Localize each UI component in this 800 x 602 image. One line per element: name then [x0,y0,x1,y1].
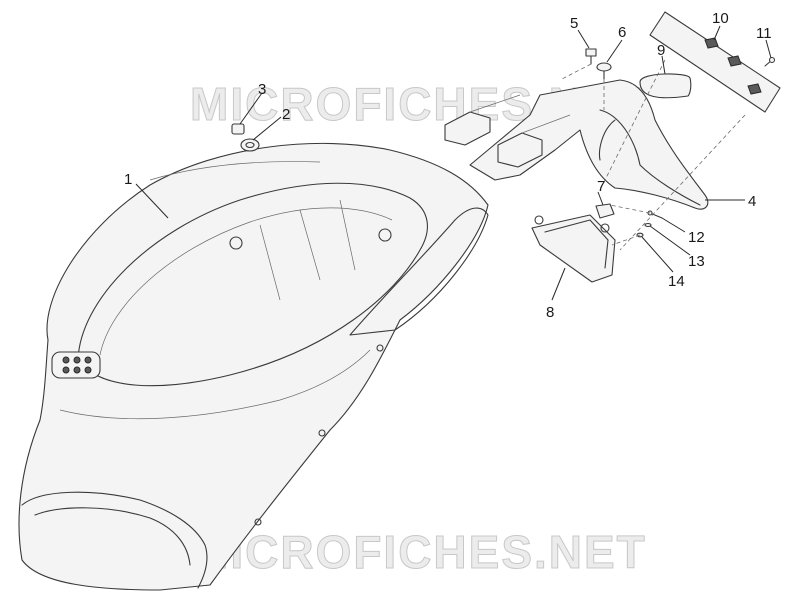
callout-5: 5 [570,15,578,32]
callout-12: 12 [688,229,705,246]
wiring-connectors [444,94,571,168]
callout-6: 6 [618,24,626,41]
reflector-strip [639,73,692,99]
washer-part-13 [644,222,652,228]
watermark-bottom: MICROFICHES.NET [190,526,647,578]
clip-nut-part-7 [595,203,615,219]
callout-13: 13 [688,253,705,270]
assembly-guide-lines [559,59,746,251]
callout-labels: 1 2 3 4 5 6 7 8 9 10 11 12 13 14 [124,10,772,321]
callout-9: 9 [657,42,665,59]
clip-part-3 [231,123,245,135]
callout-11: 11 [756,25,772,42]
screw-part-6 [596,62,612,80]
license-plate-light [531,214,616,283]
callout-14: 14 [668,273,685,290]
rear-mudguard-bracket [469,79,709,210]
rear-body-shell [18,142,489,591]
callout-3: 3 [258,81,266,98]
callout-2: 2 [282,106,290,123]
callout-4: 4 [748,193,756,210]
screw-part-11 [764,56,776,67]
callout-8: 8 [546,304,554,321]
grommet-part-2 [240,138,260,152]
leader-lines [135,25,772,301]
callout-10: 10 [712,10,729,27]
license-plate-holder [649,11,781,113]
callout-1: 1 [124,171,132,188]
screw-part-12 [647,210,663,219]
screw-part-5 [585,48,597,65]
callout-7: 7 [597,178,605,195]
